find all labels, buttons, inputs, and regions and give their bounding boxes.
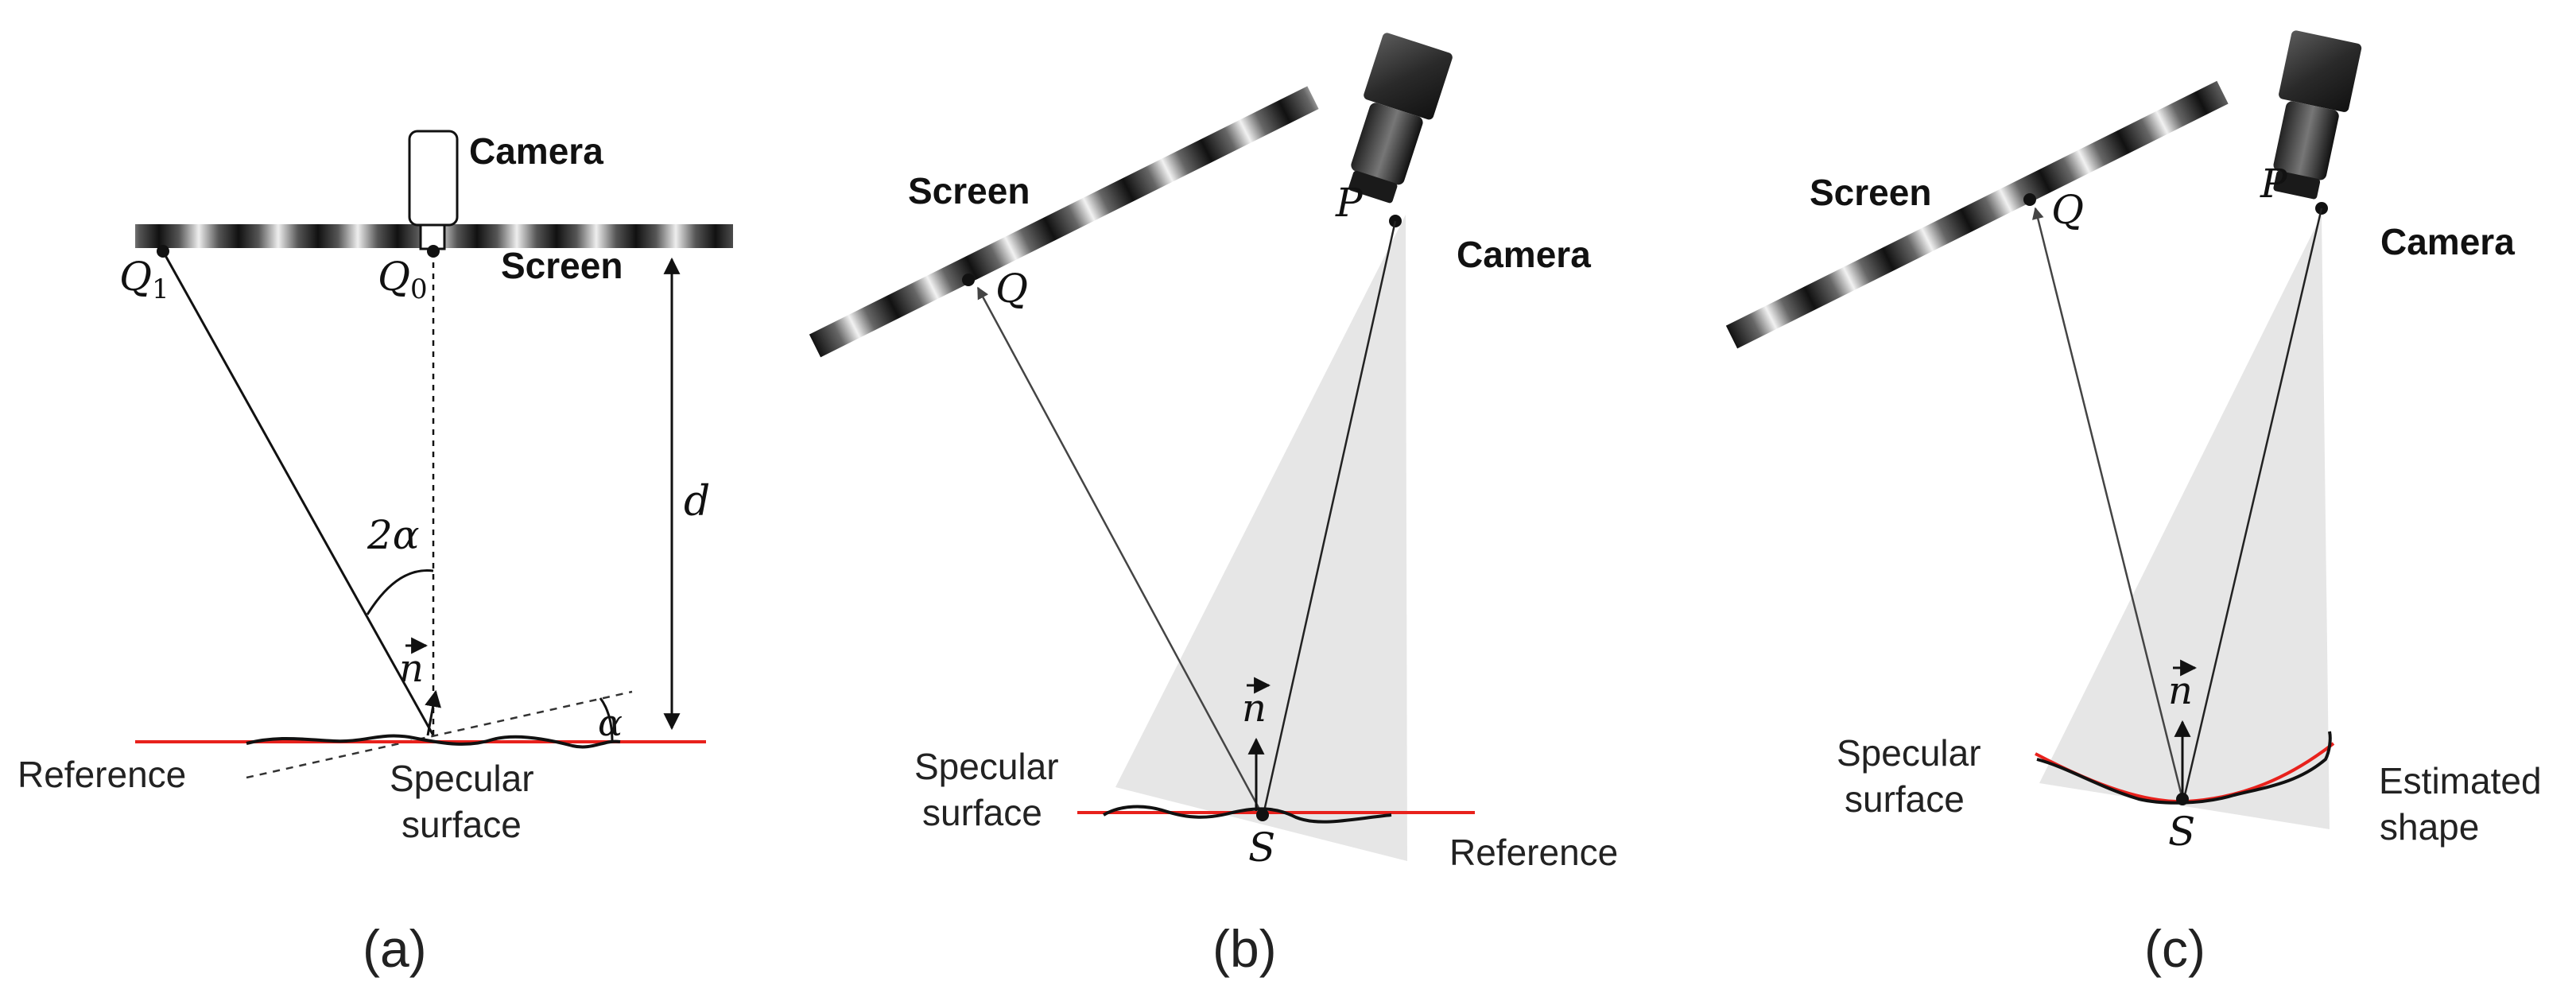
specular-label-1: Specular (1837, 732, 1981, 774)
camera-label: Camera (2380, 221, 2515, 262)
label-s: S (2168, 809, 2195, 855)
label-2alpha: 2α (367, 512, 420, 558)
estimated-label-1: Estimated (2379, 760, 2542, 801)
specular-label-1: Specular (390, 758, 534, 799)
camera-icon (2273, 30, 2362, 200)
specular-surface (246, 734, 621, 749)
point-q (2023, 193, 2036, 206)
label-p: P (2260, 161, 2288, 207)
ray-p-s (1263, 220, 1397, 812)
ray-p-s (2183, 208, 2323, 796)
specular-label-1: Specular (914, 746, 1059, 787)
specular-surface (2036, 731, 2332, 805)
label-s: S (1248, 824, 1275, 871)
screen-label: Screen (908, 170, 1030, 211)
label-q1: Q1 (119, 254, 169, 305)
label-q: Q (2051, 187, 2084, 233)
camera-label: Camera (469, 130, 603, 172)
reference-label: Reference (17, 754, 186, 795)
normal-arrow (425, 689, 441, 736)
point-q (962, 274, 975, 286)
view-cone (1115, 215, 1407, 861)
label-normal: n (399, 646, 424, 691)
camera-icon (1348, 33, 1453, 204)
caption-a: (a) (363, 919, 427, 978)
screen-label: Screen (501, 245, 623, 286)
label-q0: Q0 (378, 254, 428, 305)
ray-s-q (976, 286, 1264, 816)
reference-label: Reference (1449, 832, 1618, 873)
view-cone (2039, 215, 2330, 829)
specular-label-2: surface (922, 792, 1042, 833)
specular-label-2: surface (1845, 778, 1965, 820)
label-q: Q (995, 266, 1028, 312)
panel-c: P Camera Screen Q n S Specular surface E… (1725, 30, 2542, 978)
specular-label-2: surface (402, 804, 522, 845)
screen-bar (809, 86, 1319, 358)
arc-alpha (599, 697, 614, 743)
label-normal: n (2168, 669, 2193, 713)
label-p: P (1335, 180, 1364, 226)
caption-b: (b) (1212, 919, 1277, 978)
caption-c: (c) (2144, 919, 2206, 978)
screen-bar (1725, 80, 2229, 349)
screen-label: Screen (1810, 172, 1931, 213)
point-s (2176, 793, 2189, 805)
arc-2alpha (366, 568, 434, 615)
point-s (1256, 809, 1269, 821)
ray-q1 (161, 250, 435, 736)
panel-b: P Camera Screen Q n S Specular surface R… (809, 33, 1618, 978)
label-alpha: α (598, 701, 623, 744)
estimated-label-2: shape (2380, 806, 2479, 848)
camera-label: Camera (1457, 234, 1591, 275)
tangent-dashed (246, 690, 633, 779)
specular-surface (1102, 805, 1392, 824)
ray-s-q (2031, 207, 2184, 800)
label-d: d (684, 478, 710, 526)
label-normal: n (1242, 686, 1267, 731)
panel-a: Camera Screen Q1 Q0 2α d n α Reference S… (17, 130, 733, 978)
